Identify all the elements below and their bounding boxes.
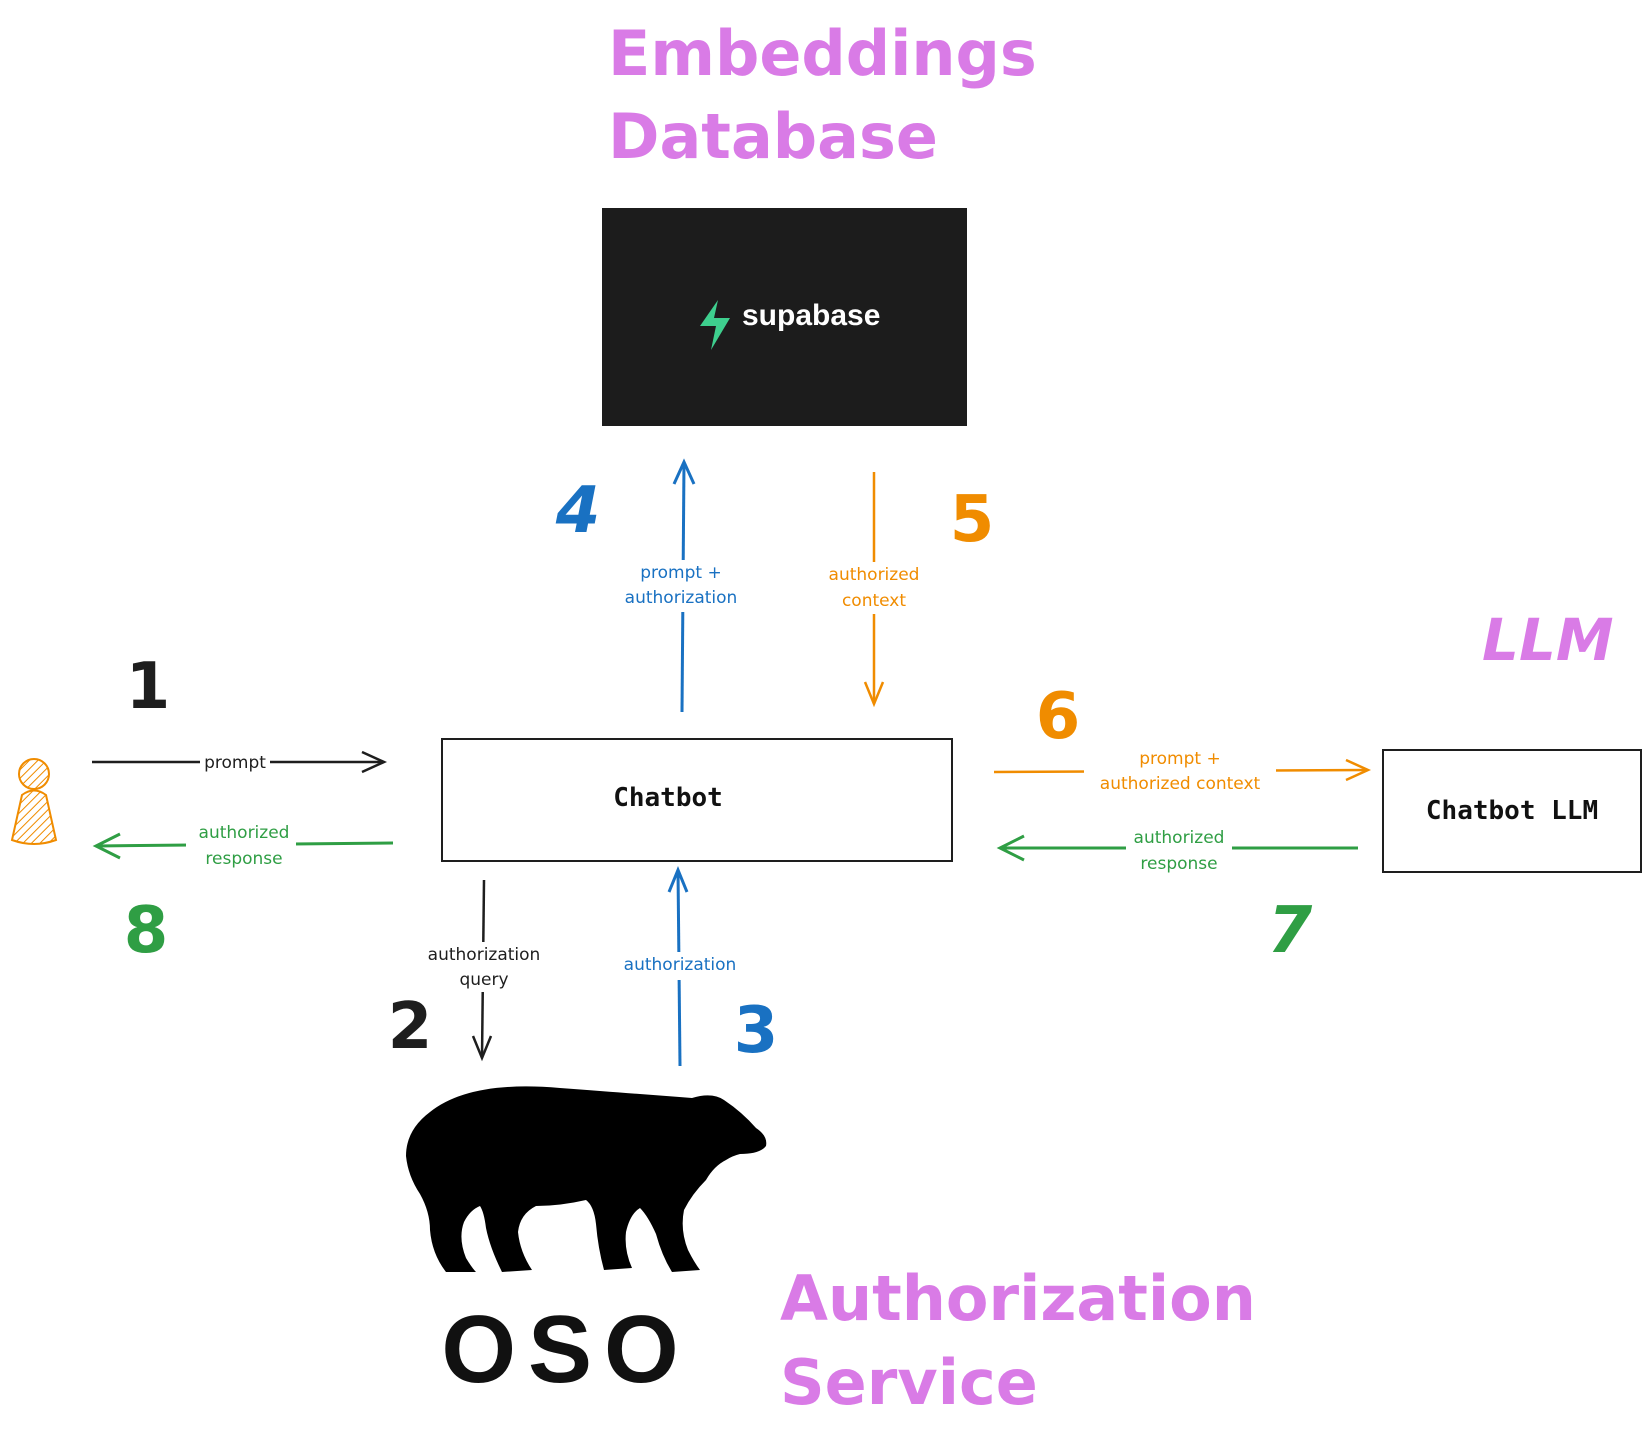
authorized-response-llm-arrow-head (996, 834, 1025, 862)
prompt-label: prompt (204, 753, 266, 773)
chatbot-label: Chatbot (613, 783, 723, 813)
supabase-logo-text: supabase (742, 299, 880, 332)
authorized-response-user-arrow-head (92, 832, 121, 860)
embeddings-label-line1: Embeddings (608, 17, 1037, 90)
step-5: 5 (950, 483, 995, 557)
prompt-context-label-line1: prompt + (1139, 749, 1220, 769)
prompt-arrow-head (361, 750, 388, 774)
prompt-authorization-arrow-head (672, 458, 696, 485)
authorization-query-label-line2: query (459, 970, 508, 990)
authorization-query-label-line1: authorization (428, 945, 541, 965)
chatbot-llm-label: Chatbot LLM (1426, 796, 1598, 826)
prompt-authorization-label-line2: authorization (625, 588, 738, 608)
authorization-label: authorization (624, 955, 737, 975)
supabase-bolt-icon (700, 300, 730, 350)
step-1: 1 (126, 650, 171, 724)
prompt-authorization-label-line1: prompt + (640, 563, 721, 583)
step-7: 7 (1268, 894, 1313, 968)
step-3: 3 (734, 994, 779, 1068)
llm-label: LLM (1482, 606, 1614, 674)
chatbot-box (441, 738, 953, 862)
authorization-arrow-head (667, 866, 689, 893)
authorized-context-arrow-head (863, 681, 885, 708)
authorized-context-label-line1: authorized (829, 565, 920, 585)
bear-icon (406, 1086, 767, 1272)
prompt-context-label-line2: authorized context (1100, 774, 1261, 794)
step-8: 8 (124, 894, 169, 968)
step-2: 2 (388, 990, 433, 1064)
step-4: 4 (555, 474, 601, 548)
authorized-response-user-label-line2: response (205, 849, 282, 869)
prompt-context-arrow-head (1345, 758, 1372, 782)
authorized-response-llm-label-line1: authorized (1134, 828, 1225, 848)
authorized-response-user-label-line1: authorized (199, 823, 290, 843)
authorization-service-label-line1: Authorization (780, 1262, 1256, 1335)
supabase-box (602, 208, 967, 426)
authorized-response-llm-label-line2: response (1140, 854, 1217, 874)
user-icon (10, 758, 58, 845)
chatbot-llm-box (1382, 749, 1642, 873)
authorization-service-label-line2: Service (780, 1346, 1038, 1419)
step-6: 6 (1036, 680, 1081, 754)
authorization-query-arrow-head (471, 1035, 493, 1062)
embeddings-label-line2: Database (608, 100, 938, 173)
oso-logo-text: OSO (441, 1296, 690, 1403)
authorized-context-label-line2: context (842, 591, 906, 611)
